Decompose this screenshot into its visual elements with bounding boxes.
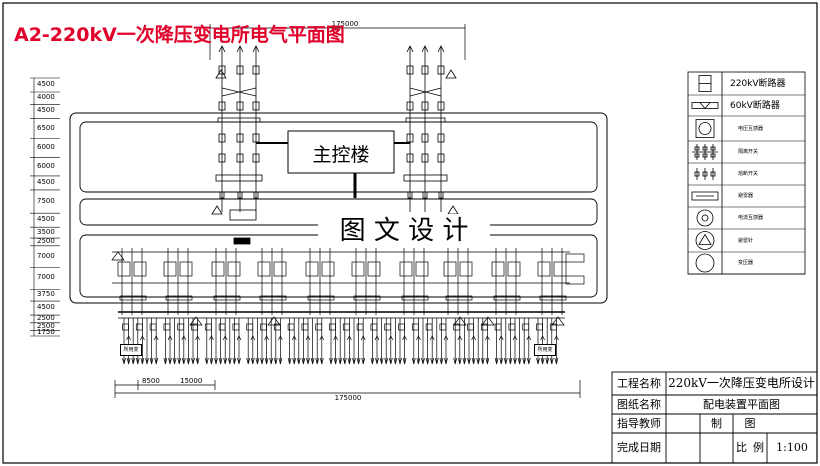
bottom-dimensions (114, 380, 581, 398)
left-dimension-label: 6000 (37, 142, 55, 151)
bay-equipment (111, 248, 585, 326)
tb-scale-value: 1:100 (776, 441, 808, 454)
arrester-icon (691, 191, 719, 201)
bottom-dim-mid: 15000 (180, 377, 202, 385)
legend-label: 电压互感器 (738, 125, 764, 132)
tb-row4-label: 完成日期 (617, 441, 661, 454)
watermark-text: 图 文 设 计 (318, 214, 490, 248)
feeder-label-left: 所用变 (120, 344, 142, 356)
legend-label: 60kV断路器 (730, 100, 780, 111)
incoming-220kv-lines (211, 45, 459, 245)
tb-row4-mid: 比 (736, 441, 747, 454)
tb-row2-value: 配电装置平面图 (703, 398, 780, 411)
tb-row1-label: 工程名称 (617, 377, 661, 390)
tb-row2-label: 图纸名称 (617, 398, 661, 411)
tb-row3-mid: 制 (711, 417, 722, 430)
lightning-rod-icon (695, 231, 715, 250)
left-dimension-label: 4500 (37, 303, 55, 312)
legend-rows (688, 75, 805, 275)
main-control-building (287, 130, 395, 174)
left-dimension-label: 7000 (37, 273, 55, 282)
tb-row3-label: 指导教师 (617, 417, 661, 430)
legend-label: 220kV断路器 (730, 78, 786, 89)
legend-label: 熔断开关 (738, 171, 759, 177)
left-dimension-label: 4500 (37, 106, 55, 115)
top-dimension-text: 175000 (332, 20, 359, 28)
breaker-220-icon (698, 75, 712, 92)
vt-square-icon (695, 119, 715, 138)
left-dimension-label: 3750 (37, 290, 55, 299)
tb-row3-right: 图 (744, 417, 756, 430)
switchyard-220kv-outline (69, 112, 608, 304)
bay-row-1 (79, 121, 598, 193)
left-dimension-label: 4500 (37, 215, 55, 224)
tb-row1-value: 220kV一次降压变电所设计 (668, 376, 815, 390)
left-dimension-label: 2500 (37, 236, 55, 245)
legend-label: 变压器 (738, 260, 754, 266)
top-dimension (209, 24, 466, 60)
fuse-switch-icon (694, 168, 716, 180)
left-dimension-label: 6000 (37, 161, 55, 170)
disconnector-icon (692, 144, 718, 160)
left-dimension-label: 7000 (37, 251, 55, 260)
breaker-60-icon (691, 102, 719, 110)
title-block (611, 371, 818, 464)
left-dimension-label: 2500 (37, 321, 55, 330)
left-dimension-label: 7500 (37, 196, 55, 205)
left-dimension-label: 6500 (37, 123, 55, 132)
feeder-label-right: 所用变 (534, 344, 556, 356)
legend-label: 隔离开关 (738, 149, 759, 155)
legend-label: 电流互感器 (738, 215, 764, 221)
left-dimension-label: 4000 (37, 93, 55, 102)
bottom-dim-left: 8500 (142, 377, 160, 385)
left-dimension-column (30, 77, 60, 337)
outgoing-feeders (118, 311, 565, 365)
ct-circle-icon (696, 209, 714, 227)
transformer-icon (695, 253, 715, 273)
tb-row4-right: 例 (753, 441, 764, 454)
left-dimension-label: 4500 (37, 79, 55, 88)
drawing-title: A2-220kV一次降压变电所电气平面图 (14, 24, 345, 46)
bottom-dim-overall: 175000 (335, 394, 362, 402)
left-dimension-label: 3500 (37, 227, 55, 236)
left-dimension-label: 1750 (37, 328, 55, 337)
left-dimension-label: 2500 (37, 313, 55, 322)
main-building-label: 主控楼 (312, 144, 370, 166)
legend-label: 避雷针 (738, 237, 754, 244)
legend-label: 避雷器 (738, 193, 754, 199)
left-dimension-label: 4500 (37, 177, 55, 186)
